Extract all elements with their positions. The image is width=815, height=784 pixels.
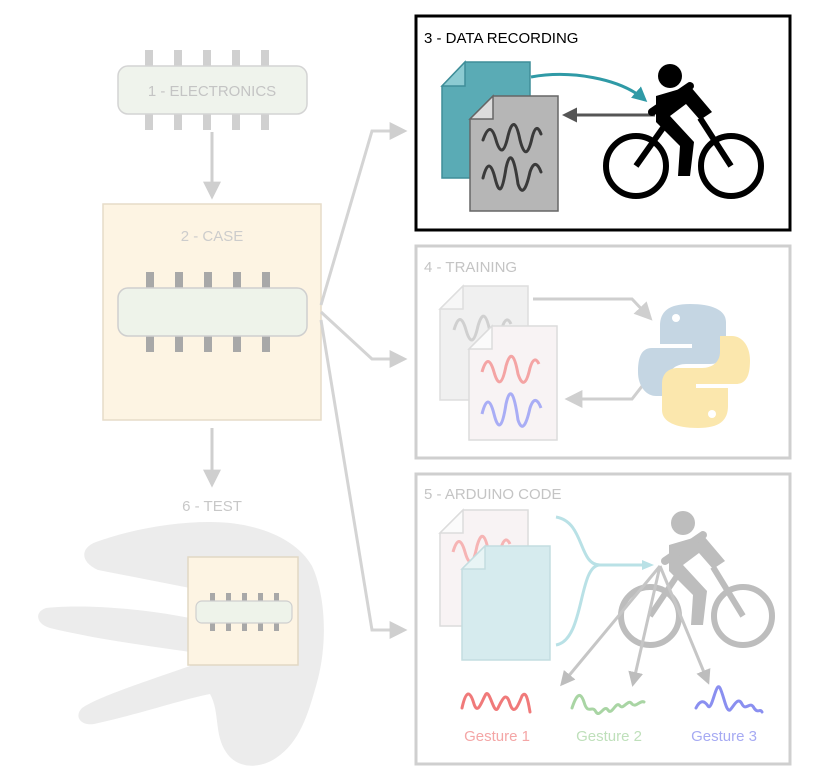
gesture-2-waveform-icon <box>570 693 646 715</box>
step-arduino-code-label: 5 - ARDUINO CODE <box>424 486 562 503</box>
colored-file-icon <box>467 324 558 441</box>
teal-file-icon <box>460 544 551 661</box>
python-logo-icon <box>638 304 750 428</box>
case-chip-icon <box>117 272 308 352</box>
gesture-2-label: Gesture 2 <box>576 728 642 745</box>
waveform-icon <box>481 123 543 192</box>
gesture-1-waveform-icon <box>460 692 532 714</box>
arrow-icon <box>533 297 653 321</box>
arrow-icon <box>642 560 654 570</box>
step-test-label: 6 - TEST <box>182 498 242 515</box>
arrow-icon <box>530 73 648 102</box>
step-case-label: 2 - CASE <box>181 228 244 245</box>
cyclist-icon <box>603 64 764 199</box>
cyclist-icon <box>618 511 775 648</box>
grey-file-icon <box>468 94 559 212</box>
merge-arrows <box>555 515 650 647</box>
gesture-3-label: Gesture 3 <box>691 728 757 745</box>
electronics-chip-icon <box>117 50 308 130</box>
step-data-recording-label: 3 - DATA RECORDING <box>424 30 578 47</box>
step-electronics-label: 1 - ELECTRONICS <box>148 83 276 100</box>
step-training-label: 4 - TRAINING <box>424 259 517 276</box>
gesture-3-waveform-icon <box>694 685 764 714</box>
gesture-1-label: Gesture 1 <box>464 728 530 745</box>
gesture-arrows <box>560 565 711 687</box>
case-output-arrows <box>319 122 408 639</box>
gesture-waveforms <box>460 685 764 715</box>
test-chip-icon <box>195 593 293 631</box>
